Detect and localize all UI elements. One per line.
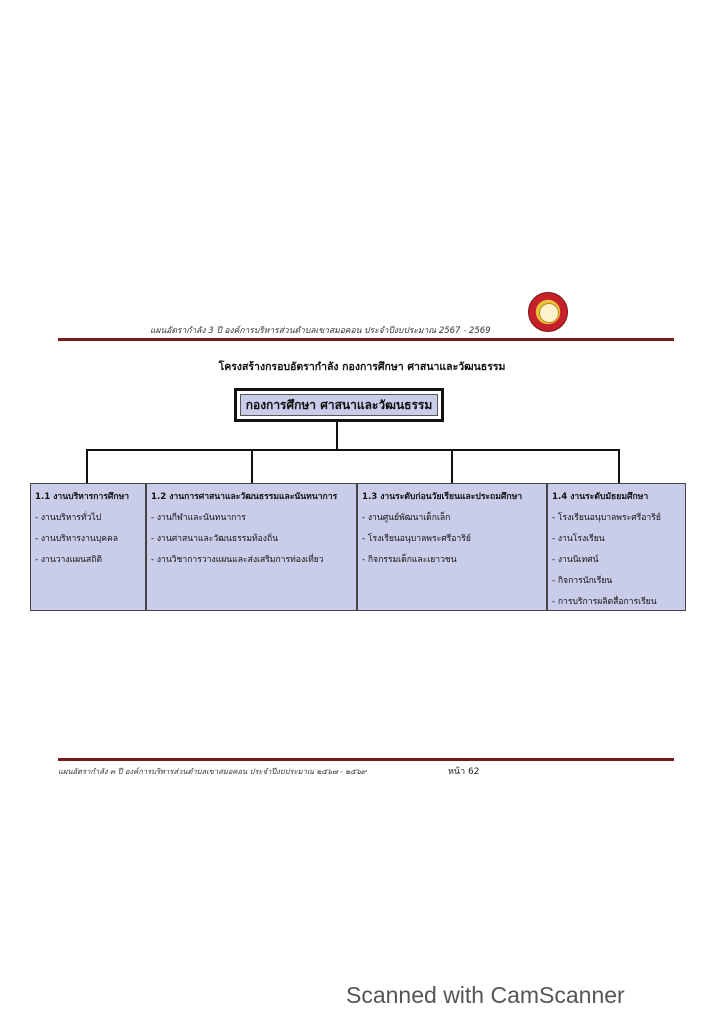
unit-3-connector — [451, 449, 453, 483]
page-header-text: แผนอัตรากำลัง 3 ปี องค์การบริหารส่วนตำบล… — [150, 326, 491, 336]
unit-item: - งานวิชาการวางแผนและส่งเสริมการท่องเที่… — [151, 555, 324, 565]
root-unit-label: กองการศึกษา ศาสนาและวัฒนธรรม — [240, 394, 438, 416]
unit-box-1-4: 1.4 งานระดับมัธยมศึกษา - โรงเรียนอนุบาลพ… — [547, 483, 686, 611]
chart-title: โครงสร้างกรอบอัตรากำลัง กองการศึกษา ศาสน… — [218, 361, 506, 373]
logo-emblem — [539, 303, 559, 323]
unit-item: - กิจการนักเรียน — [552, 576, 613, 586]
unit-item: - โรงเรียนอนุบาลพระศรีอาริย์ — [552, 513, 661, 523]
root-connector — [336, 422, 338, 450]
unit-item: - งานนิเทศน์ — [552, 555, 599, 565]
unit-item: - งานวางแผนสถิติ — [35, 555, 103, 565]
unit-box-1-3: 1.3 งานระดับก่อนวัยเรียนและประถมศึกษา - … — [357, 483, 547, 611]
unit-item: - งานโรงเรียน — [552, 534, 605, 544]
unit-item: - งานกีฬาและนันทนาการ — [151, 513, 246, 523]
footer-rule — [58, 758, 674, 761]
horizontal-connector — [86, 449, 620, 451]
unit-item: - กิจกรรมเด็กและเยาวชน — [362, 555, 457, 565]
page-number: หน้า 62 — [448, 767, 480, 777]
unit-item: - งานบริหารงานบุคคล — [35, 534, 119, 544]
unit-title: 1.2 งานการศาสนาและวัฒนธรรมและนันทนาการ — [151, 492, 338, 502]
page-footer-text: แผนอัตรากำลัง ๓ ปี องค์การบริหารส่วนตำบล… — [58, 767, 367, 776]
organization-logo — [528, 292, 568, 332]
scanner-watermark: Scanned with CamScanner — [346, 982, 625, 1008]
unit-1-connector — [86, 449, 88, 483]
unit-box-1-2: 1.2 งานการศาสนาและวัฒนธรรมและนันทนาการ -… — [146, 483, 357, 611]
unit-title: 1.1 งานบริหารการศึกษา — [35, 492, 130, 502]
unit-item: - การบริการผลิตสื่อการเรียน — [552, 597, 657, 607]
header-rule — [58, 338, 674, 341]
unit-title: 1.4 งานระดับมัธยมศึกษา — [552, 492, 649, 502]
unit-item: - โรงเรียนอนุบาลพระศรีอาริย์ — [362, 534, 471, 544]
unit-4-connector — [618, 449, 620, 483]
unit-item: - งานศาสนาและวัฒนธรรมท้องถิ่น — [151, 534, 279, 544]
unit-2-connector — [251, 449, 253, 483]
unit-item: - งานบริหารทั่วไป — [35, 513, 102, 523]
unit-title: 1.3 งานระดับก่อนวัยเรียนและประถมศึกษา — [362, 492, 523, 502]
unit-item: - งานศูนย์พัฒนาเด็กเล็ก — [362, 513, 451, 523]
unit-box-1-1: 1.1 งานบริหารการศึกษา - งานบริหารทั่วไป … — [30, 483, 146, 611]
root-unit-box: กองการศึกษา ศาสนาและวัฒนธรรม — [234, 388, 444, 422]
